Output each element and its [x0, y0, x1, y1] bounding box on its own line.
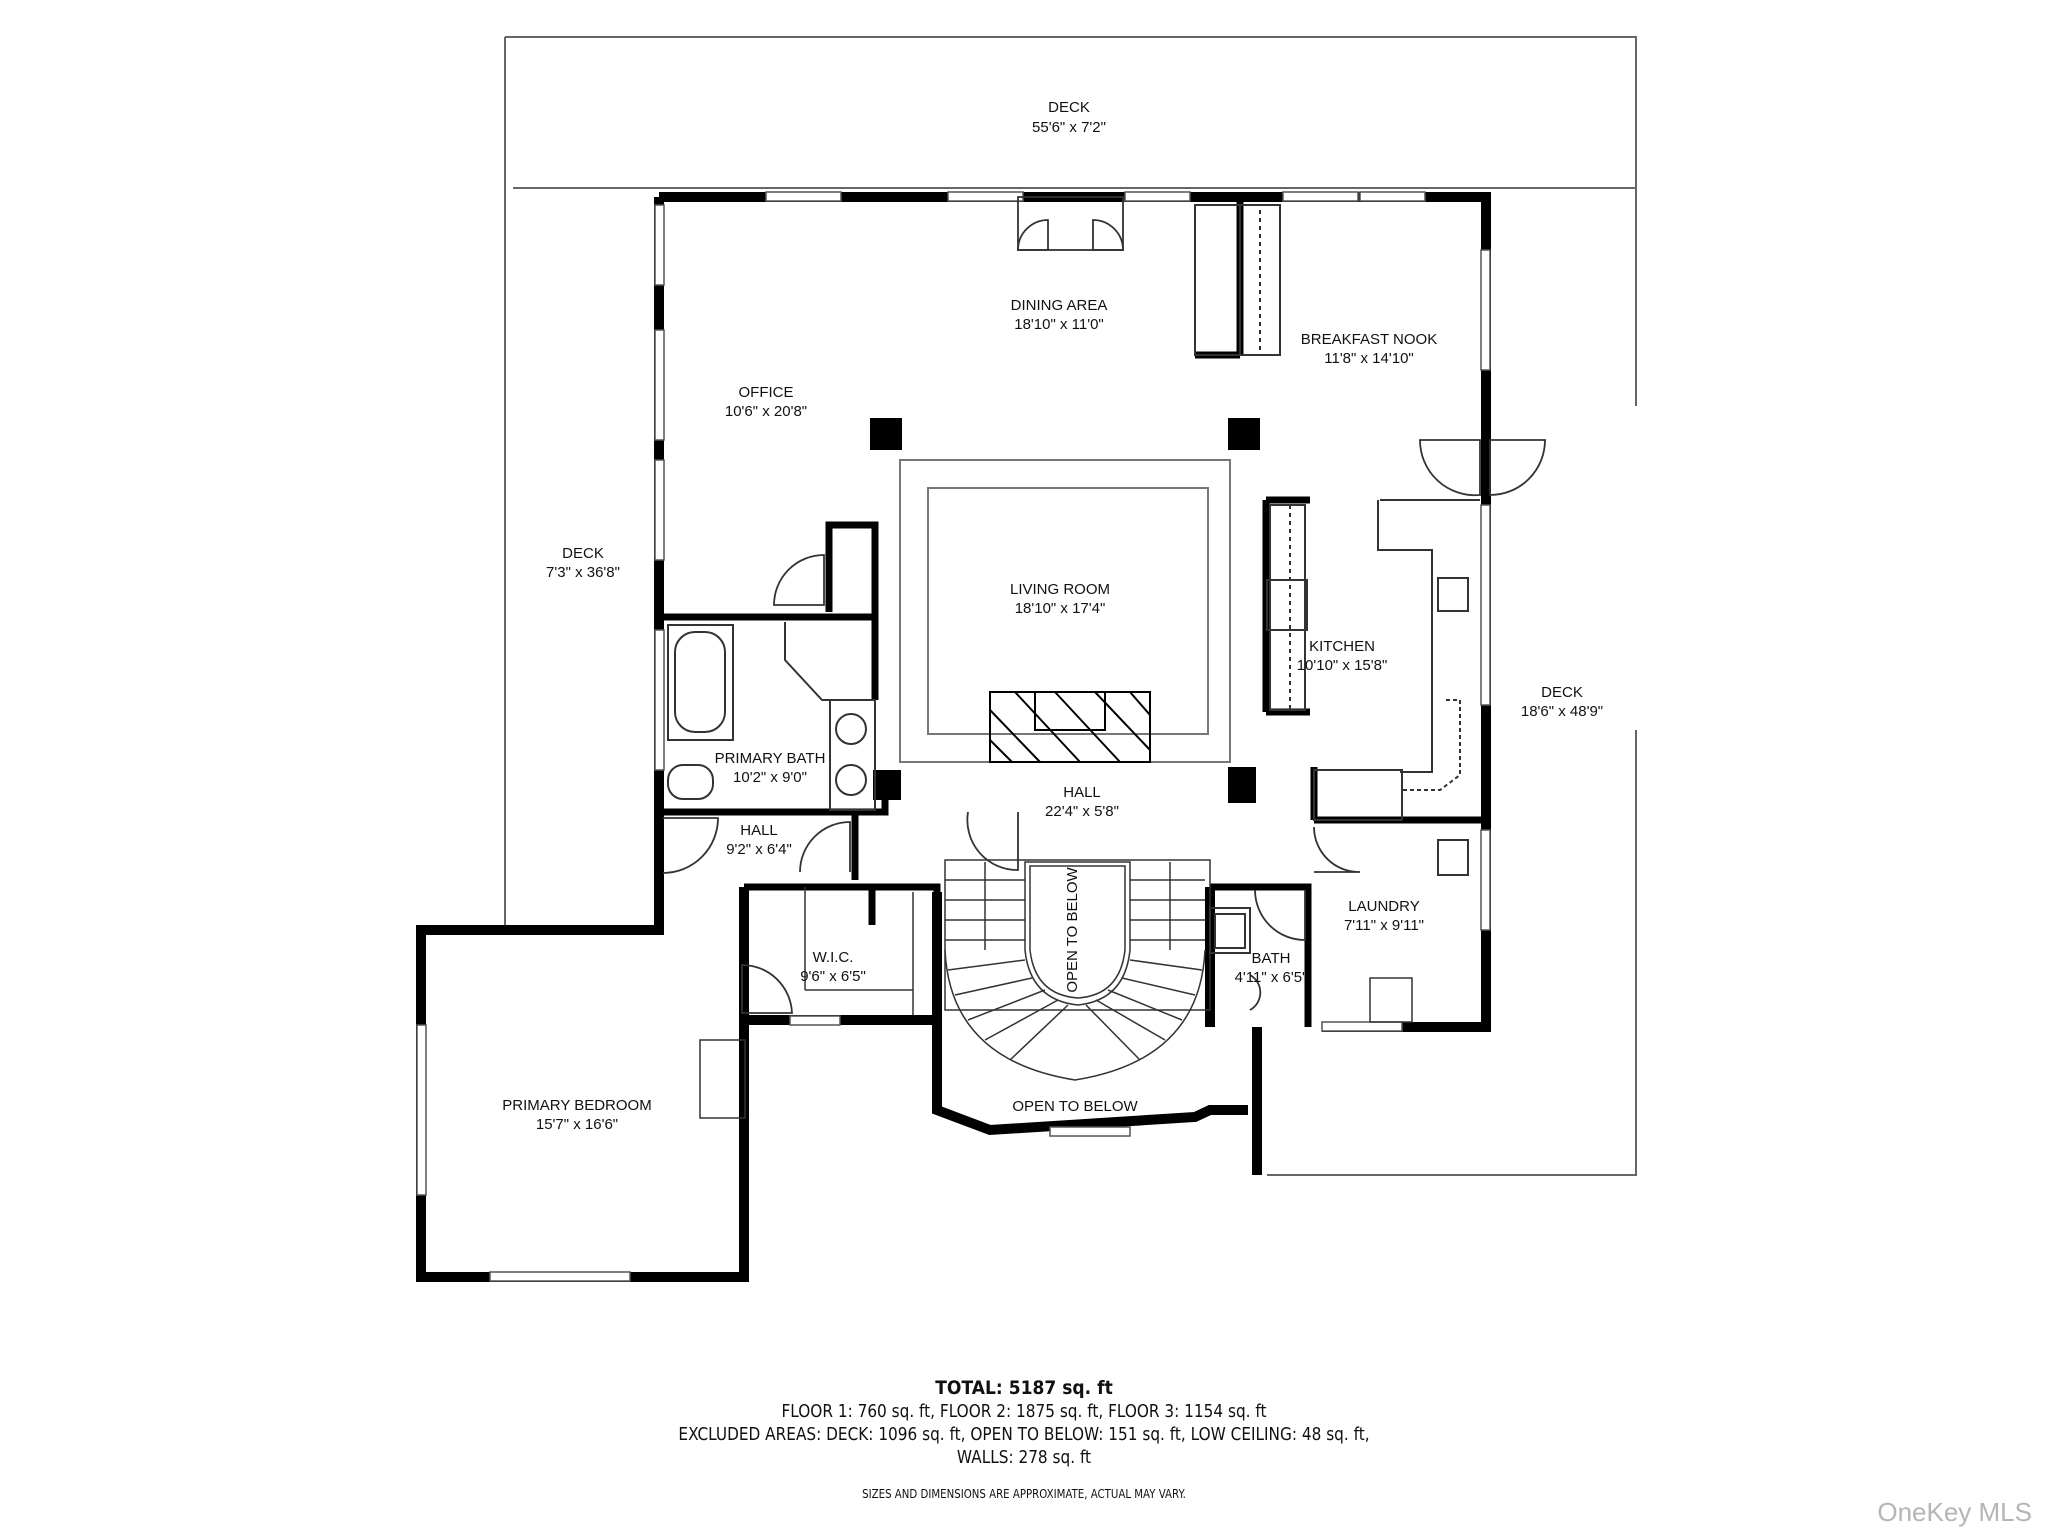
room-labels: DECK 55'6" x 7'2" DINING AREA 18'10" x 1… — [502, 99, 1603, 1133]
walls-area: WALLS: 278 sq. ft — [956, 1447, 1092, 1468]
deck-outlines — [504, 36, 1637, 1176]
room-name-deck-top: DECK — [1048, 99, 1090, 116]
room-dims-office: 10'6" x 20'8" — [725, 403, 807, 420]
room-name-breakfast-nook: BREAKFAST NOOK — [1301, 331, 1437, 348]
nook-cabinets — [1194, 204, 1281, 356]
room-dims-wic: 9'6" x 6'5" — [800, 968, 866, 985]
floor-areas: FLOOR 1: 760 sq. ft, FLOOR 2: 1875 sq. f… — [781, 1401, 1267, 1422]
kitchen-counters — [1266, 499, 1480, 821]
room-name-bath: BATH — [1252, 950, 1291, 967]
room-dims-breakfast-nook: 11'8" x 14'10" — [1324, 350, 1414, 367]
room-name-laundry: LAUNDRY — [1348, 898, 1419, 915]
room-dims-primary-bedroom: 15'7" x 16'6" — [536, 1116, 618, 1133]
room-dims-dining-area: 18'10" x 11'0" — [1014, 316, 1104, 333]
room-name-open-to-below-bay: OPEN TO BELOW — [1012, 1098, 1138, 1115]
room-dims-deck-top: 55'6" x 7'2" — [1032, 119, 1106, 136]
columns — [870, 418, 1260, 803]
room-name-kitchen: KITCHEN — [1309, 638, 1375, 655]
room-name-wic: W.I.C. — [813, 949, 854, 966]
room-name-dining-area: DINING AREA — [1011, 297, 1108, 314]
bath-fixtures — [667, 622, 1469, 954]
wic-shelves — [699, 887, 1413, 1119]
room-name-hall-small: HALL — [740, 822, 778, 839]
room-name-office: OFFICE — [739, 384, 794, 401]
room-name-primary-bedroom: PRIMARY BEDROOM — [502, 1097, 651, 1114]
room-dims-deck-right: 18'6" x 48'9" — [1521, 703, 1603, 720]
room-dims-deck-left: 7'3" x 36'8" — [546, 564, 620, 581]
room-dims-bath: 4'11" x 6'5" — [1235, 969, 1308, 986]
watermark-logo: OneKey MLS — [1877, 1497, 2032, 1527]
room-name-hall-main: HALL — [1063, 784, 1101, 801]
curved-staircase — [944, 859, 1211, 1081]
excluded-areas: EXCLUDED AREAS: DECK: 1096 sq. ft, OPEN … — [678, 1424, 1370, 1445]
room-dims-kitchen: 10'10" x 15'8" — [1297, 657, 1388, 674]
room-dims-laundry: 7'11" x 9'11" — [1344, 917, 1424, 934]
room-dims-hall-small: 9'2" x 6'4" — [726, 841, 792, 858]
room-name-living-room: LIVING ROOM — [1010, 581, 1110, 598]
room-name-open-to-below-stair: OPEN TO BELOW — [1064, 867, 1081, 993]
fireplace-icon — [989, 691, 1151, 763]
room-name-deck-left: DECK — [562, 545, 604, 562]
room-dims-primary-bath: 10'2" x 9'0" — [733, 769, 807, 786]
room-name-deck-right: DECK — [1541, 684, 1583, 701]
room-dims-living-room: 18'10" x 17'4" — [1015, 600, 1106, 617]
disclaimer: SIZES AND DIMENSIONS ARE APPROXIMATE, AC… — [862, 1487, 1186, 1501]
room-name-primary-bath: PRIMARY BATH — [715, 750, 826, 767]
room-dims-hall-main: 22'4" x 5'8" — [1045, 803, 1119, 820]
total-area: TOTAL: 5187 sq. ft — [935, 1377, 1113, 1399]
door-swings — [662, 196, 1546, 1014]
